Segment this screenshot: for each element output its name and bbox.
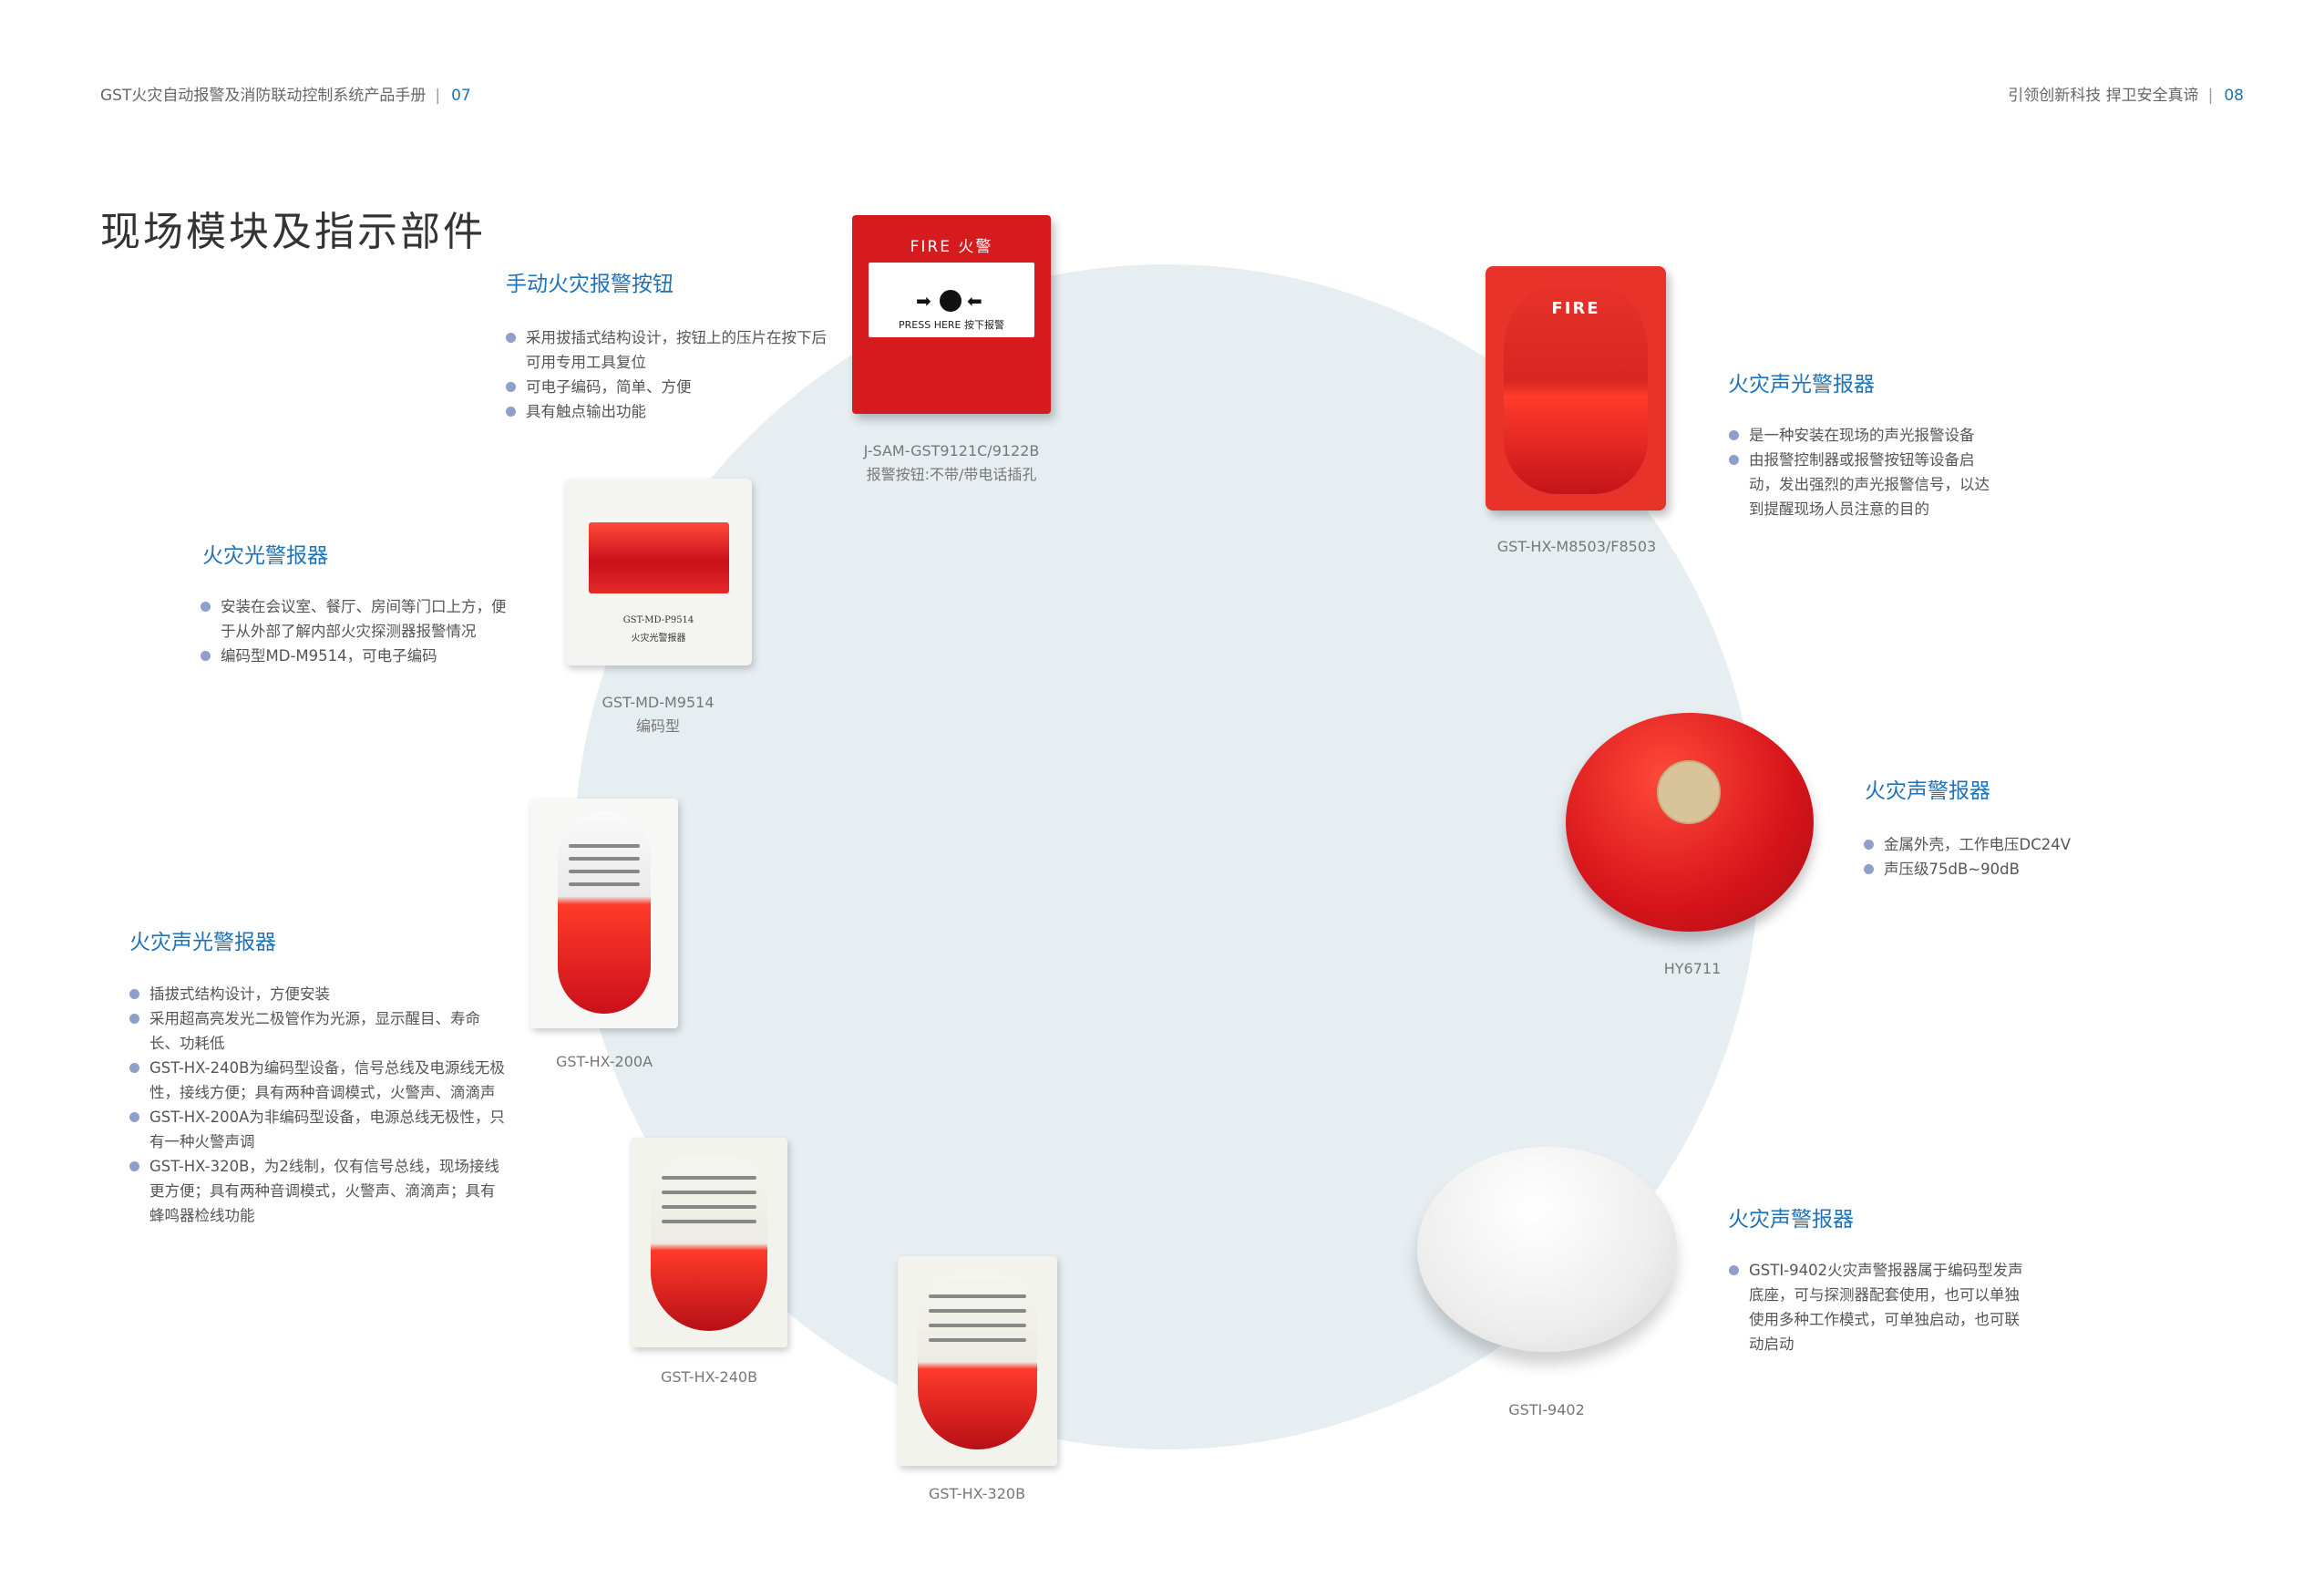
header-left-text: GST火灾自动报警及消防联动控制系统产品手册 bbox=[100, 87, 427, 105]
grille-line bbox=[569, 882, 640, 886]
bell-sounder-image bbox=[1566, 713, 1814, 936]
caption-line: 编码型 bbox=[635, 717, 680, 735]
caption-line: 报警按钮:不带/带电话插孔 bbox=[866, 466, 1037, 483]
header-right-separator: | bbox=[2207, 87, 2214, 105]
grille-line bbox=[569, 870, 640, 873]
header-right-page-number: 08 bbox=[2224, 87, 2244, 105]
sounder-strobe-left-bullets: 插拔式结构设计，方便安装 采用超高亮发光二极管作为光源，显示醒目、寿命长、功耗低… bbox=[129, 982, 505, 1228]
caption-hy6711: HY6711 bbox=[1663, 960, 1722, 977]
section-title-sounder-strobe-left: 火灾声光警报器 bbox=[129, 931, 276, 954]
call-point-fire-label: FIRE 火警 bbox=[910, 238, 993, 256]
section-title-flash-alarm: 火灾光警报器 bbox=[202, 544, 328, 568]
list-item: 具有触点输出功能 bbox=[506, 399, 834, 424]
sounder-320b-image bbox=[898, 1256, 1057, 1466]
section-title-base-sounder: 火灾声警报器 bbox=[1728, 1208, 1854, 1232]
arrow-left-icon: ⬅ bbox=[967, 290, 982, 312]
list-item: 编码型MD-M9514，可电子编码 bbox=[201, 644, 510, 668]
bell-cap bbox=[1657, 760, 1721, 824]
list-item: 可电子编码，简单、方便 bbox=[506, 375, 834, 399]
caption-gsti9402: GSTI-9402 bbox=[1508, 1401, 1585, 1418]
sounder-240b-body bbox=[651, 1156, 767, 1331]
flash-lens bbox=[589, 522, 729, 593]
grille-line bbox=[929, 1309, 1026, 1313]
section-title-manual-call-point: 手动火灾报警按钮 bbox=[506, 273, 674, 296]
grille-line bbox=[662, 1191, 756, 1194]
list-item: 声压级75dB~90dB bbox=[1864, 857, 2119, 882]
caption-line: GST-MD-M9514 bbox=[602, 694, 715, 711]
list-item: 插拔式结构设计，方便安装 bbox=[129, 982, 505, 1006]
bell-bullets: 金属外壳，工作电压DC24V 声压级75dB~90dB bbox=[1864, 832, 2119, 882]
header-right-text: 引领创新科技 捍卫安全真谛 bbox=[2008, 87, 2199, 105]
caption-320b: GST-HX-320B bbox=[928, 1485, 1026, 1502]
list-item: GSTI-9402火灾声警报器属于编码型发声底座，可与探测器配套使用，也可以单独… bbox=[1729, 1258, 2034, 1356]
header-right: 引领创新科技 捍卫安全真谛 | 08 bbox=[2008, 82, 2244, 105]
flash-model-label: GST-MD-P9514 bbox=[622, 615, 694, 625]
caption-200a: GST-HX-200A bbox=[555, 1053, 653, 1070]
page-title: 现场模块及指示部件 bbox=[100, 209, 486, 255]
sounder-240b-image bbox=[631, 1138, 787, 1347]
grille-line bbox=[662, 1205, 756, 1209]
caption-240b: GST-HX-240B bbox=[660, 1368, 758, 1386]
call-point-panel: ➡ ⬅ PRESS HERE 按下报警 bbox=[869, 263, 1034, 337]
manual-call-point-bullets: 采用拔插式结构设计，按钮上的压片在按下后可用专用工具复位 可电子编码，简单、方便… bbox=[506, 325, 834, 424]
list-item: 金属外壳，工作电压DC24V bbox=[1864, 832, 2119, 857]
header-left-page-number: 07 bbox=[451, 87, 471, 105]
flash-alarm-image: GST-MD-P9514 火灾光警报器 bbox=[565, 479, 752, 665]
header-left-separator: | bbox=[435, 87, 441, 105]
sounder-strobe-right-bullets: 是一种安装在现场的声光报警设备 由报警控制器或报警按钮等设备启动，发出强烈的声光… bbox=[1729, 423, 2002, 521]
grille-line bbox=[662, 1176, 756, 1180]
list-item: 采用拔插式结构设计，按钮上的压片在按下后可用专用工具复位 bbox=[506, 325, 834, 375]
sounder-strobe-m8503-image: FIRE bbox=[1486, 266, 1666, 510]
manual-call-point-image: FIRE 火警 ➡ ⬅ PRESS HERE 按下报警 bbox=[852, 215, 1051, 414]
sounder-fire-label: FIRE bbox=[1551, 299, 1600, 318]
section-title-bell: 火灾声警报器 bbox=[1865, 779, 1990, 803]
section-title-sounder-strobe-right: 火灾声光警报器 bbox=[1728, 373, 1875, 397]
grille-line bbox=[569, 844, 640, 848]
list-item: GST-HX-320B，为2线制，仅有信号总线，现场接线更方便；具有两种音调模式… bbox=[129, 1154, 505, 1228]
list-item: 由报警控制器或报警按钮等设备启动，发出强烈的声光报警信号，以达到提醒现场人员注意… bbox=[1729, 448, 2002, 521]
base-sounder-image bbox=[1417, 1147, 1677, 1356]
sounder-200a-body bbox=[558, 811, 651, 1014]
list-item: GST-HX-200A为非编码型设备，电源总线无极性，只有一种火警声调 bbox=[129, 1105, 505, 1154]
list-item: 安装在会议室、餐厅、房间等门口上方，便于从外部了解内部火灾探测器报警情况 bbox=[201, 594, 510, 644]
list-item: GST-HX-240B为编码型设备，信号总线及电源线无极性，接线方便；具有两种音… bbox=[129, 1056, 505, 1105]
base-sounder-bullets: GSTI-9402火灾声警报器属于编码型发声底座，可与探测器配套使用，也可以单独… bbox=[1729, 1258, 2034, 1356]
arrow-right-icon: ➡ bbox=[916, 290, 931, 312]
caption-flash-alarm: GST-MD-M9514 编码型 bbox=[567, 691, 749, 738]
grille-line bbox=[569, 857, 640, 861]
grille-line bbox=[929, 1324, 1026, 1327]
header-left: GST火灾自动报警及消防联动控制系统产品手册 | 07 bbox=[100, 82, 471, 105]
sounder-320b-body bbox=[918, 1274, 1037, 1449]
grille-line bbox=[929, 1294, 1026, 1298]
press-dot-icon bbox=[940, 290, 961, 312]
caption-m8503: GST-HX-M8503/F8503 bbox=[1496, 538, 1657, 555]
sounder-200a-image bbox=[530, 799, 678, 1028]
caption-line: J-SAM-GST9121C/9122B bbox=[863, 442, 1040, 459]
list-item: 是一种安装在现场的声光报警设备 bbox=[1729, 423, 2002, 448]
flash-name-label: 火灾光警报器 bbox=[631, 634, 686, 644]
grille-line bbox=[662, 1220, 756, 1223]
flash-alarm-bullets: 安装在会议室、餐厅、房间等门口上方，便于从外部了解内部火灾探测器报警情况 编码型… bbox=[201, 594, 510, 668]
sounder-dome bbox=[1504, 277, 1648, 494]
base-sounder-body bbox=[1417, 1147, 1677, 1352]
caption-manual-call-point: J-SAM-GST9121C/9122B 报警按钮:不带/带电话插孔 bbox=[860, 439, 1043, 487]
grille-line bbox=[929, 1338, 1026, 1342]
call-point-press-label: PRESS HERE 按下报警 bbox=[899, 319, 1004, 331]
list-item: 采用超高亮发光二极管作为光源，显示醒目、寿命长、功耗低 bbox=[129, 1006, 505, 1056]
